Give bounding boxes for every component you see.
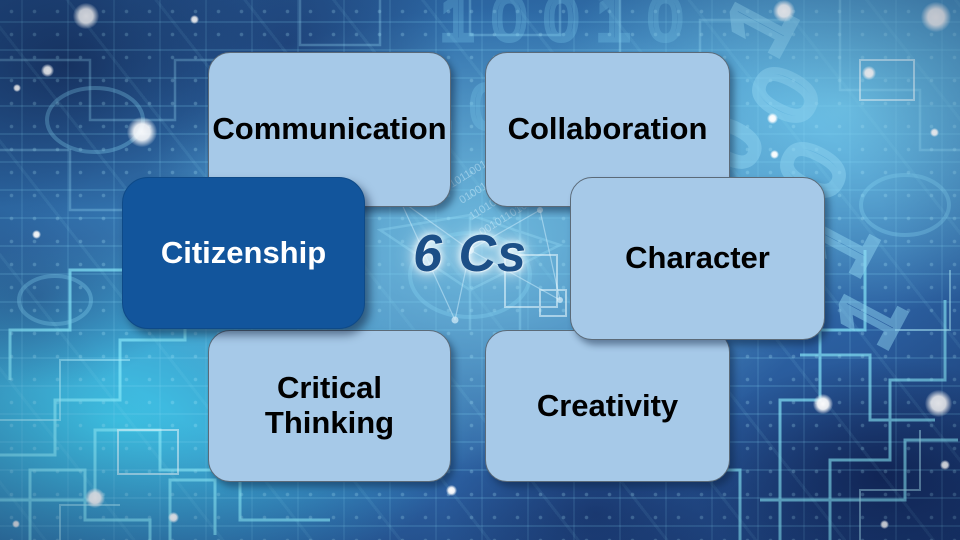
box-creativity-label: Creativity (536, 387, 679, 423)
svg-text:0: 0 (648, 0, 682, 54)
box-creativity[interactable]: Creativity (485, 330, 730, 482)
box-collaboration-label: Collaboration (507, 111, 708, 147)
box-character-label: Character (625, 240, 770, 276)
svg-text:0: 0 (492, 0, 526, 54)
svg-text:0: 0 (544, 0, 578, 54)
box-citizenship[interactable]: Citizenship (122, 177, 365, 329)
box-critical-thinking[interactable]: Critical Thinking (208, 330, 451, 482)
center-label-6cs: 6 Cs (413, 225, 527, 283)
box-citizenship-label: Citizenship (160, 234, 327, 270)
svg-text:1: 1 (596, 0, 630, 54)
box-critical-thinking-label: Critical Thinking (264, 370, 395, 440)
svg-text:1: 1 (440, 0, 474, 54)
box-character[interactable]: Character (570, 177, 825, 340)
box-communication-label: Communication (212, 111, 447, 147)
